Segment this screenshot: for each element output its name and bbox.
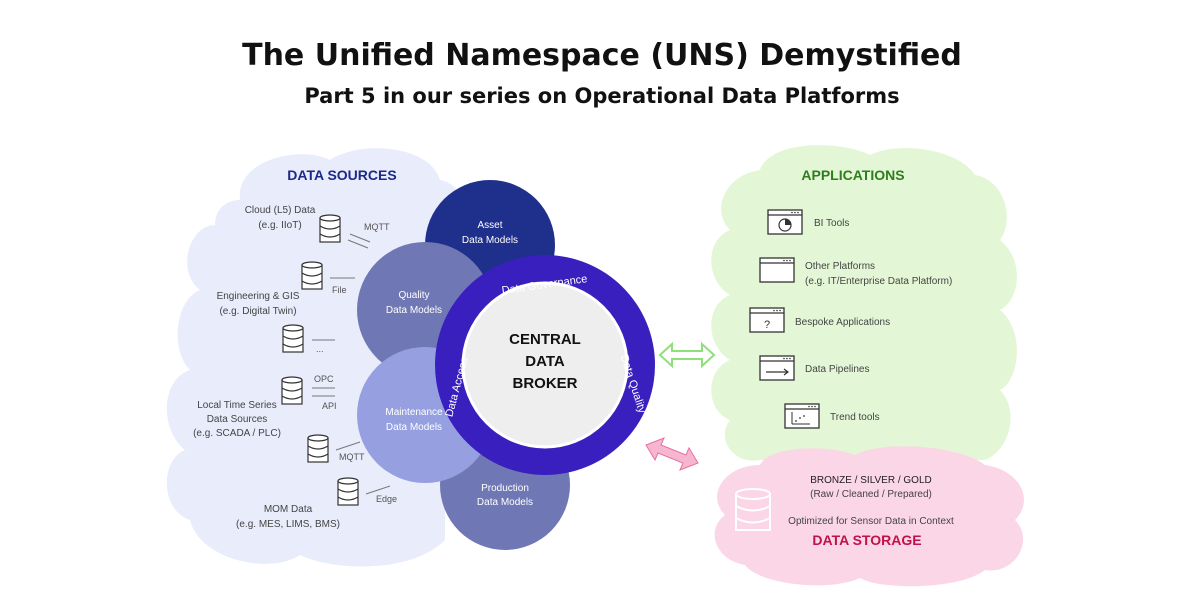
storage-heading: DATA STORAGE [812, 532, 921, 548]
database-icon [301, 261, 323, 290]
app-bi-tools: BI Tools [814, 218, 849, 229]
model-asset-line2: Data Models [462, 235, 518, 246]
model-quality-line1: Quality [398, 290, 429, 301]
source-cloud-label: Cloud (L5) Data [245, 205, 316, 216]
broker-storage-arrow [645, 437, 699, 471]
window-icon [759, 257, 795, 283]
app-other-platforms-sublabel: (e.g. IT/Enterprise Data Platform) [805, 276, 952, 287]
database-icon [281, 376, 303, 405]
storage-tiers: BRONZE / SILVER / GOLD [810, 475, 932, 486]
source-mqtt2-protocol: MQTT [339, 452, 365, 462]
source-timeseries-label: Local Time Series [197, 400, 276, 411]
storage-tiers-desc: (Raw / Cleaned / Prepared) [810, 489, 932, 500]
storage-database-icon [735, 488, 771, 531]
broker-line1: CENTRAL [509, 331, 581, 348]
sources-heading: DATA SOURCES [287, 167, 396, 183]
storage-cloud [714, 446, 1024, 587]
source-edge-protocol: Edge [376, 494, 397, 504]
database-icon [337, 477, 359, 506]
storage-optimized: Optimized for Sensor Data in Context [788, 516, 954, 527]
app-bespoke: Bespoke Applications [795, 317, 890, 328]
page-title: The Unified Namespace (UNS) Demystified [242, 38, 962, 73]
model-production-line2: Data Models [477, 497, 533, 508]
source-file-protocol: File [332, 285, 347, 295]
broker-line2: DATA [525, 353, 565, 370]
database-icon [319, 214, 341, 243]
pie-chart-window-icon [767, 209, 803, 235]
app-trend-tools: Trend tools [830, 412, 880, 423]
source-api-protocol: API [322, 401, 337, 411]
trend-window-icon [784, 403, 820, 429]
source-cloud-protocol: MQTT [364, 222, 390, 232]
model-production-line1: Production [481, 483, 529, 494]
central-data-broker: CENTRAL DATA BROKER Data Governance Data… [435, 255, 655, 475]
model-quality-line2: Data Models [386, 305, 442, 316]
model-maintenance-line2: Data Models [386, 422, 442, 433]
source-ellipsis-protocol: ... [316, 344, 324, 354]
source-timeseries-sublabel: (e.g. SCADA / PLC) [193, 428, 281, 439]
source-engineering-label: Engineering & GIS [217, 291, 300, 302]
database-icon [282, 324, 304, 353]
source-opc-protocol: OPC [314, 374, 334, 384]
arrow-window-icon [759, 355, 795, 381]
source-engineering-sublabel: (e.g. Digital Twin) [219, 306, 296, 317]
database-icon [307, 434, 329, 463]
broker-apps-arrow [658, 341, 716, 369]
applications-heading: APPLICATIONS [801, 167, 904, 183]
model-maintenance-line1: Maintenance [385, 407, 443, 418]
source-mom-sublabel: (e.g. MES, LIMS, BMS) [236, 519, 340, 530]
broker-line3: BROKER [512, 375, 577, 392]
svg-text:?: ? [764, 319, 770, 331]
source-cloud-sublabel: (e.g. IIoT) [258, 220, 301, 231]
model-asset-line1: Asset [477, 220, 502, 231]
page-subtitle: Part 5 in our series on Operational Data… [304, 84, 900, 108]
source-timeseries-label2: Data Sources [207, 414, 268, 425]
app-data-pipelines: Data Pipelines [805, 364, 869, 375]
question-window-icon: ? [749, 307, 785, 333]
source-mom-label: MOM Data [264, 504, 313, 515]
app-other-platforms: Other Platforms [805, 261, 875, 272]
